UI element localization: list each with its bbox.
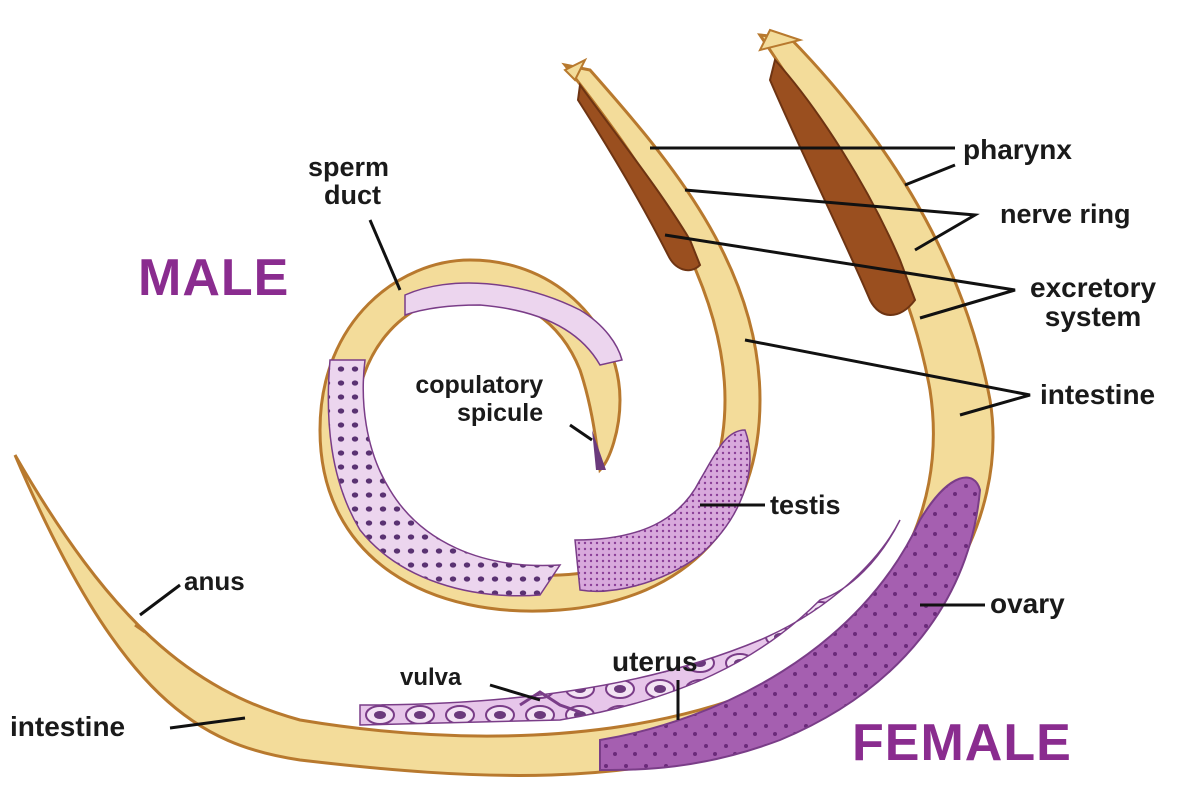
label-testis: testis (770, 490, 841, 520)
label-anus: anus (184, 566, 245, 596)
leader-nerve-ring (684, 188, 980, 252)
male-title: MALE (138, 249, 290, 307)
label-nerve-ring: nerve ring (1000, 199, 1131, 229)
male-worm (318, 57, 762, 613)
female-title: FEMALE (852, 714, 1072, 772)
label-intestine-right: intestine (1040, 379, 1156, 410)
label-vulva: vulva (400, 664, 462, 691)
leader-sperm-duct (368, 219, 402, 291)
leader-lines (139, 146, 1031, 730)
female-worm (13, 28, 995, 777)
label-uterus: uterus (612, 646, 698, 677)
leader-excretory (664, 233, 1016, 320)
label-sperm-duct: sperm duct (308, 152, 390, 211)
label-pharynx: pharynx (963, 134, 1072, 165)
leader-pharynx (650, 146, 956, 187)
leader-intestine-right (744, 338, 1031, 417)
leader-anus (139, 583, 181, 617)
leader-copulatory (569, 423, 593, 442)
leader-vulva (489, 683, 541, 702)
label-intestine-left: intestine (10, 711, 126, 742)
leader-intestine-left (169, 716, 246, 730)
label-excretory-system: excretory system (1030, 272, 1157, 333)
label-copulatory-spicule: copulatory spicule (415, 371, 544, 427)
label-ovary: ovary (990, 588, 1065, 619)
